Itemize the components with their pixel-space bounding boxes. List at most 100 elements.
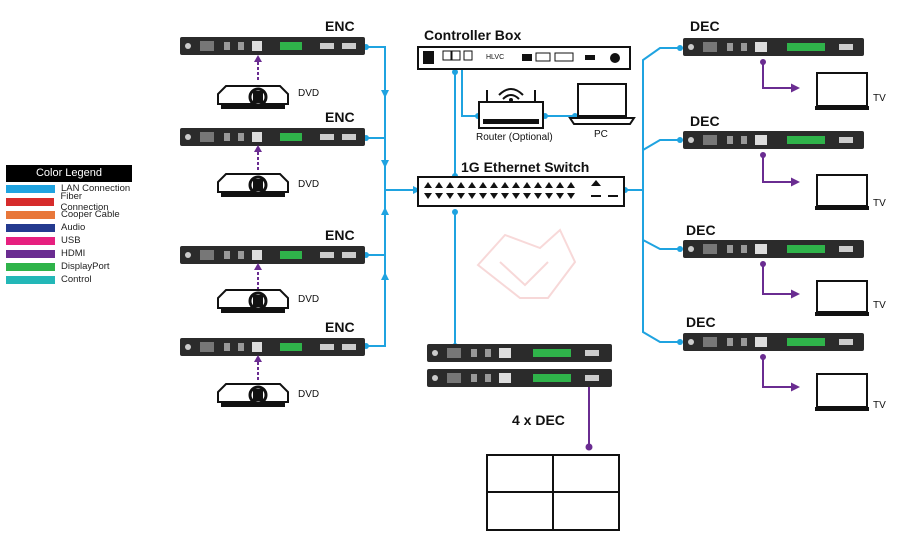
- tv-label: TV: [873, 300, 886, 311]
- hdmi-links-tv: [762, 62, 800, 392]
- switch-port-down: [545, 193, 553, 199]
- tv-label: TV: [873, 198, 886, 209]
- legend-title: Color Legend: [6, 165, 132, 182]
- switch-port-down: [501, 193, 509, 199]
- decoder-unit: [427, 369, 612, 387]
- switch-port-up: [534, 182, 542, 188]
- decoder-unit: [683, 333, 864, 351]
- legend-label: LAN Connection: [61, 183, 131, 194]
- switch-port-up: [479, 182, 487, 188]
- tv-icon: [815, 373, 869, 411]
- legend-label: Control: [61, 274, 92, 285]
- legend-item-hdmi: HDMI: [6, 247, 132, 260]
- color-legend: Color Legend LAN Connection Fiber Connec…: [6, 165, 132, 286]
- controller-box-label: Controller Box: [424, 27, 521, 43]
- legend-item-fiber: Fiber Connection: [6, 191, 132, 213]
- switch-port-up: [545, 182, 553, 188]
- watermark-logo: [476, 228, 577, 299]
- dvd-label: DVD: [298, 294, 319, 305]
- decoder-unit: [683, 38, 864, 56]
- legend-swatch: [6, 210, 55, 219]
- switch-port-up: [556, 182, 564, 188]
- switch-port-down: [446, 193, 454, 199]
- video-wall-display: [486, 454, 620, 531]
- legend-item-audio: Audio: [6, 221, 132, 234]
- encoder-unit: [180, 338, 365, 356]
- dvd-player-icon: [217, 85, 289, 109]
- dvd-label: DVD: [298, 179, 319, 190]
- switch-port-down: [523, 193, 531, 199]
- switch-port-up: [446, 182, 454, 188]
- legend-item-displayport: DisplayPort: [6, 260, 132, 273]
- switch-port-up: [523, 182, 531, 188]
- tv-icon: [815, 72, 869, 110]
- enc-label: ENC: [325, 319, 355, 335]
- hdmi-link-videowall: [585, 387, 593, 451]
- dec-label: DEC: [686, 314, 716, 330]
- four-dec-label: 4 x DEC: [512, 412, 565, 428]
- dec-label: DEC: [686, 222, 716, 238]
- hdmi-arrowheads: [254, 55, 262, 362]
- dec-label: DEC: [690, 18, 720, 34]
- decoder-unit: [683, 131, 864, 149]
- legend-label: Fiber Connection: [60, 190, 109, 213]
- tv-icon: [815, 174, 869, 210]
- pc-label: PC: [594, 129, 608, 140]
- legend-swatch: [6, 262, 55, 271]
- switch-port-down: [556, 193, 564, 199]
- legend-label: DisplayPort: [61, 261, 110, 272]
- switch-port-down: [490, 193, 498, 199]
- ethernet-switch: [417, 176, 625, 207]
- controller-port-label: HLVC: [486, 54, 504, 61]
- encoder-unit: [180, 128, 365, 146]
- dvd-label: DVD: [298, 389, 319, 400]
- legend-label: HDMI: [61, 248, 86, 259]
- switch-port-up: [501, 182, 509, 188]
- switch-port-down: [435, 193, 443, 199]
- enc-label: ENC: [325, 227, 355, 243]
- dec-label: DEC: [690, 113, 720, 129]
- switch-port-up: [490, 182, 498, 188]
- legend-item-copper: Cooper Cable: [6, 208, 132, 221]
- switch-port-up: [468, 182, 476, 188]
- controller-box: [417, 46, 631, 70]
- tv-icon: [815, 280, 869, 316]
- switch-port-down: [512, 193, 520, 199]
- legend-swatch: [6, 184, 55, 193]
- switch-port-down: [457, 193, 465, 199]
- switch-port-up: [435, 182, 443, 188]
- encoder-unit: [180, 37, 365, 55]
- dvd-player-icon: [217, 173, 289, 197]
- encoder-unit: [180, 246, 365, 264]
- switch-port-down: [424, 193, 432, 199]
- legend-swatch: [6, 236, 55, 245]
- switch-port-up: [424, 182, 432, 188]
- enc-label: ENC: [325, 18, 355, 34]
- legend-swatch: [6, 223, 55, 232]
- legend-swatch: [6, 249, 55, 258]
- decoder-unit: [683, 240, 864, 258]
- lan-cables: [366, 46, 680, 347]
- legend-item-usb: USB: [6, 234, 132, 247]
- hdmi-link-dots: [760, 59, 766, 360]
- legend-label: USB: [61, 235, 81, 246]
- legend-item-control: Control: [6, 273, 132, 286]
- switch-port-down: [479, 193, 487, 199]
- router-icon: [478, 88, 544, 129]
- switch-port-up: [457, 182, 465, 188]
- switch-port-down: [567, 193, 575, 199]
- switch-port-down: [468, 193, 476, 199]
- dvd-player-icon: [217, 289, 289, 313]
- ethernet-switch-label: 1G Ethernet Switch: [461, 159, 589, 175]
- router-label: Router (Optional): [476, 132, 553, 143]
- legend-label: Cooper Cable: [61, 209, 120, 220]
- tv-label: TV: [873, 400, 886, 411]
- dvd-player-icon: [217, 383, 289, 407]
- decoder-unit: [427, 344, 612, 362]
- legend-swatch: [6, 275, 55, 284]
- legend-item-lan: LAN Connection: [6, 182, 132, 195]
- switch-port-up: [567, 182, 575, 188]
- tv-label: TV: [873, 93, 886, 104]
- dvd-label: DVD: [298, 88, 319, 99]
